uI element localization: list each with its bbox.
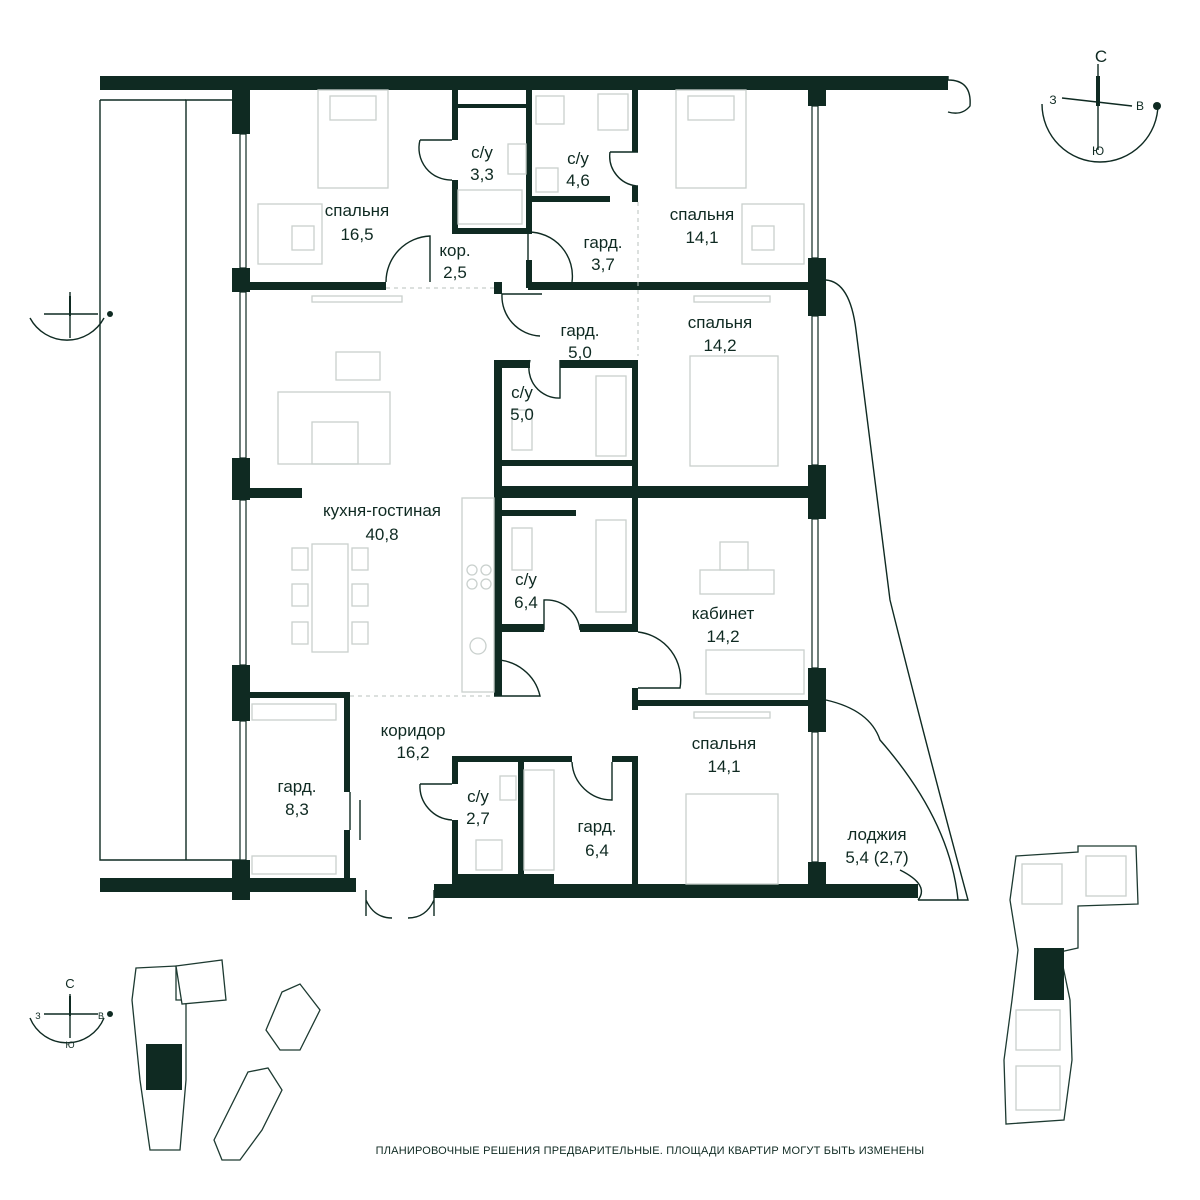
west-balcony bbox=[99, 99, 240, 861]
room-name: гард. bbox=[584, 233, 623, 252]
compass-small-south: Ю bbox=[65, 1040, 74, 1050]
disclaimer-note: ПЛАНИРОВОЧНЫЕ РЕШЕНИЯ ПРЕДВАРИТЕЛЬНЫЕ. П… bbox=[376, 1145, 925, 1157]
room-labels: спальня 16,5 с/у 3,3 с/у 4,6 спальня 14,… bbox=[278, 143, 909, 867]
room-area: 14,2 bbox=[703, 336, 736, 355]
room-name: с/у bbox=[467, 787, 489, 806]
room-area: 6,4 bbox=[514, 593, 538, 612]
room-area: 14,1 bbox=[685, 228, 718, 247]
room-area: 6,4 bbox=[585, 841, 609, 860]
room-area: 5,0 bbox=[510, 405, 534, 424]
room-name: спальня bbox=[670, 205, 735, 224]
room-area: 5,0 bbox=[568, 343, 592, 362]
loggia-outline bbox=[825, 76, 971, 901]
room-name: спальня bbox=[325, 201, 390, 220]
room-name: спальня bbox=[688, 313, 753, 332]
room-name: кор. bbox=[439, 241, 470, 260]
exterior-walls bbox=[100, 76, 948, 900]
room-area: 3,3 bbox=[470, 165, 494, 184]
site-plan bbox=[131, 959, 321, 1161]
room-area: 4,6 bbox=[566, 171, 590, 190]
room-name: с/у bbox=[471, 143, 493, 162]
room-area: 3,7 bbox=[591, 255, 615, 274]
compass-east: В bbox=[1136, 99, 1144, 113]
room-area: 14,1 bbox=[707, 757, 740, 776]
compass-small-east-dot bbox=[107, 311, 113, 317]
room-area: 5,4 (2,7) bbox=[845, 848, 908, 867]
room-name: гард. bbox=[278, 777, 317, 796]
doors bbox=[349, 139, 682, 919]
compass-east-dot bbox=[1153, 102, 1161, 110]
compass-small-east: В bbox=[98, 1011, 104, 1021]
room-area: 2,7 bbox=[466, 809, 490, 828]
compass-small-west: З bbox=[35, 1011, 40, 1021]
compass-south: Ю bbox=[1092, 144, 1104, 158]
room-name: гард. bbox=[578, 817, 617, 836]
room-name: кухня-гостиная bbox=[323, 501, 441, 520]
room-area: 16,5 bbox=[340, 225, 373, 244]
room-name: спальня bbox=[692, 734, 757, 753]
compass-main: С З В Ю bbox=[1041, 47, 1161, 163]
room-name: с/у bbox=[511, 383, 533, 402]
furniture bbox=[251, 89, 805, 885]
room-area: 8,3 bbox=[285, 800, 309, 819]
room-name: коридор bbox=[381, 721, 446, 740]
room-name: с/у bbox=[515, 570, 537, 589]
room-area: 14,2 bbox=[706, 627, 739, 646]
compass-small: С З В Ю bbox=[29, 292, 113, 1050]
room-name: кабинет bbox=[692, 604, 755, 623]
compass-small-graphic bbox=[29, 994, 113, 1044]
compass-north: С bbox=[1095, 47, 1107, 66]
compass-small-north: С bbox=[65, 976, 74, 991]
room-name: гард. bbox=[561, 321, 600, 340]
compass-west: З bbox=[1049, 93, 1056, 107]
zone-lines bbox=[350, 202, 639, 697]
floor-key-plan bbox=[1003, 845, 1139, 1125]
interior-walls bbox=[250, 90, 814, 898]
room-name: с/у bbox=[567, 149, 589, 168]
room-area: 40,8 bbox=[365, 525, 398, 544]
room-area: 2,5 bbox=[443, 263, 467, 282]
room-name: лоджия bbox=[847, 825, 906, 844]
room-area: 16,2 bbox=[396, 743, 429, 762]
